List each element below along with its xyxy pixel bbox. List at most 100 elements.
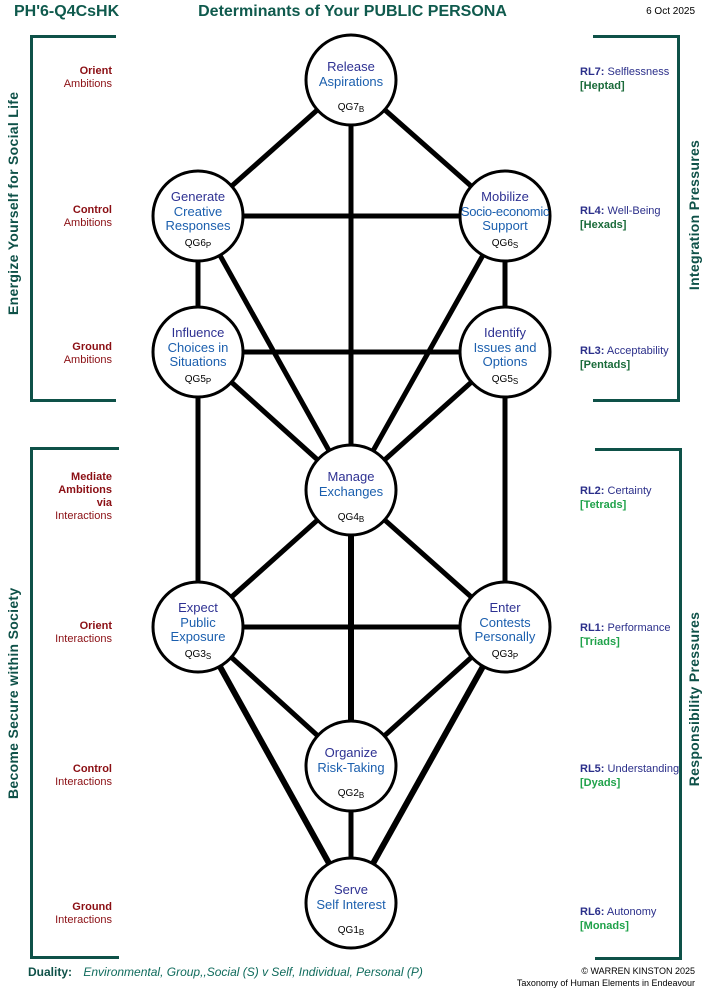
rl-tag: [Pentads] — [580, 359, 631, 371]
taxonomy-credit: Taxonomy of Human Elements in Endeavour — [516, 978, 695, 988]
right-level-rl1: RL1: Performance [Triads] — [580, 621, 671, 649]
left-level-orient-interactions: Orient Interactions — [12, 620, 112, 646]
left-level-ground-ambitions: Ground Ambitions — [12, 341, 112, 367]
node-code-qg1b: QG1B — [321, 925, 381, 937]
node-label-line: Exposure — [170, 629, 226, 644]
node-label-line: Personally — [474, 629, 536, 644]
node-circle-qg3p — [458, 580, 552, 674]
node-label-line: Support — [482, 218, 528, 233]
node-label-line: Public — [180, 614, 216, 630]
duality-footer: Duality: Environmental, Group,,Social (S… — [28, 965, 423, 979]
node-label-line: Mobilize — [481, 189, 529, 204]
node-label-line: Contests — [479, 614, 531, 630]
right-group-label-lower: Responsibility Pressures — [686, 611, 702, 787]
node-label-line: Responses — [165, 218, 231, 233]
node-circle-qg2b — [304, 719, 398, 813]
node-code-qg6p: QG6P — [168, 238, 228, 250]
node-label-line: Influence — [171, 325, 225, 340]
right-level-rl3: RL3: Acceptability [Pentads] — [580, 344, 669, 372]
node-circle-qg6s — [458, 169, 552, 263]
right-level-rl5: RL5: Understanding [Dyads] — [580, 762, 679, 790]
left-level-mediate: Mediate Ambitions via Interactions — [12, 471, 112, 523]
level-verb: Ground — [72, 341, 112, 353]
node-label-line: Serve — [334, 882, 368, 897]
rl-tag: [Heptad] — [580, 80, 625, 92]
node-label-line: Options — [482, 354, 528, 369]
rl-tag: [Hexads] — [580, 219, 627, 231]
node-code-sub: B — [358, 928, 365, 937]
node-code-qg5p: QG5P — [168, 374, 228, 386]
nodes-layer — [151, 33, 552, 950]
duality-text: Environmental, Group,,Social (S) v Self,… — [83, 965, 423, 979]
rl-code: RL2: — [580, 485, 605, 497]
node-code-sub: B — [358, 515, 365, 524]
rl-name: Certainty — [607, 485, 652, 497]
rl-tag: [Triads] — [580, 636, 620, 648]
node-label-line: Self Interest — [316, 896, 386, 912]
copyright: © WARREN KINSTON 2025 — [581, 966, 695, 976]
rl-code: RL6: — [580, 906, 605, 918]
node-label-line: Risk-Taking — [317, 759, 385, 775]
level-verb: Orient — [79, 65, 112, 77]
node-code-sub: P — [205, 241, 212, 250]
edge-qg3p-qg1b — [348, 625, 508, 905]
rl-name: Well-Being — [607, 205, 661, 217]
left-level-orient-ambitions: Orient Ambitions — [12, 65, 112, 91]
right-bracket-lower — [595, 448, 682, 960]
right-level-rl7: RL7: Selflessness [Heptad] — [580, 65, 669, 93]
node-label-line: Identify — [484, 325, 526, 340]
node-label-line: Manage — [327, 469, 375, 484]
node-label-line: Issues and — [473, 339, 537, 355]
rl-code: RL4: — [580, 205, 605, 217]
node-label-line: Enter — [489, 600, 521, 615]
node-circle-qg1b — [304, 856, 398, 950]
left-level-control-interactions: Control Interactions — [12, 763, 112, 789]
right-level-rl4: RL4: Well-Being [Hexads] — [580, 204, 661, 232]
node-code-main: QG7 — [337, 102, 359, 113]
level-object: Interactions — [55, 510, 112, 522]
left-level-control-ambitions: Control Ambitions — [12, 204, 112, 230]
level-verb-3: via — [96, 497, 112, 509]
node-code-qg5s: QG5S — [475, 374, 535, 386]
node-code-qg4b: QG4B — [321, 512, 381, 524]
rl-code: RL1: — [580, 622, 605, 634]
rl-code: RL3: — [580, 345, 605, 357]
node-label-line: Choices in — [167, 339, 229, 355]
level-verb: Control — [72, 204, 112, 216]
node-code-sub: P — [205, 377, 212, 386]
rl-name: Understanding — [607, 763, 680, 775]
right-group-label-upper: Integration Pressures — [686, 139, 702, 291]
node-code-qg7b: QG7B — [321, 102, 381, 114]
level-object: Ambitions — [63, 354, 112, 366]
rl-name: Acceptability — [606, 345, 669, 357]
node-code-sub: S — [512, 241, 519, 250]
node-circle-qg5p — [151, 305, 245, 399]
edge-qg3s-qg1b — [195, 625, 354, 905]
rl-name: Performance — [607, 622, 671, 634]
page-title: Determinants of Your PUBLIC PERSONA — [198, 3, 507, 20]
rl-tag: [Dyads] — [580, 777, 621, 789]
level-object: Interactions — [55, 914, 112, 926]
level-object: Ambitions — [63, 217, 112, 229]
left-level-ground-interactions: Ground Interactions — [12, 901, 112, 927]
node-code-main: QG6 — [491, 238, 513, 249]
node-code-qg3s: QG3S — [168, 649, 228, 661]
document-code: PH'6-Q4CsHK — [14, 3, 120, 20]
level-verb: Mediate — [71, 471, 112, 483]
node-circle-qg4b — [304, 443, 398, 537]
node-code-sub: B — [358, 105, 365, 114]
rl-tag: [Tetrads] — [580, 499, 627, 511]
node-label-line: Release — [327, 59, 375, 74]
rl-name: Selflessness — [607, 66, 670, 78]
level-verb: Orient — [79, 620, 112, 632]
node-label-line: Organize — [324, 745, 378, 760]
level-object: Interactions — [55, 776, 112, 788]
node-code-sub: S — [205, 652, 212, 661]
